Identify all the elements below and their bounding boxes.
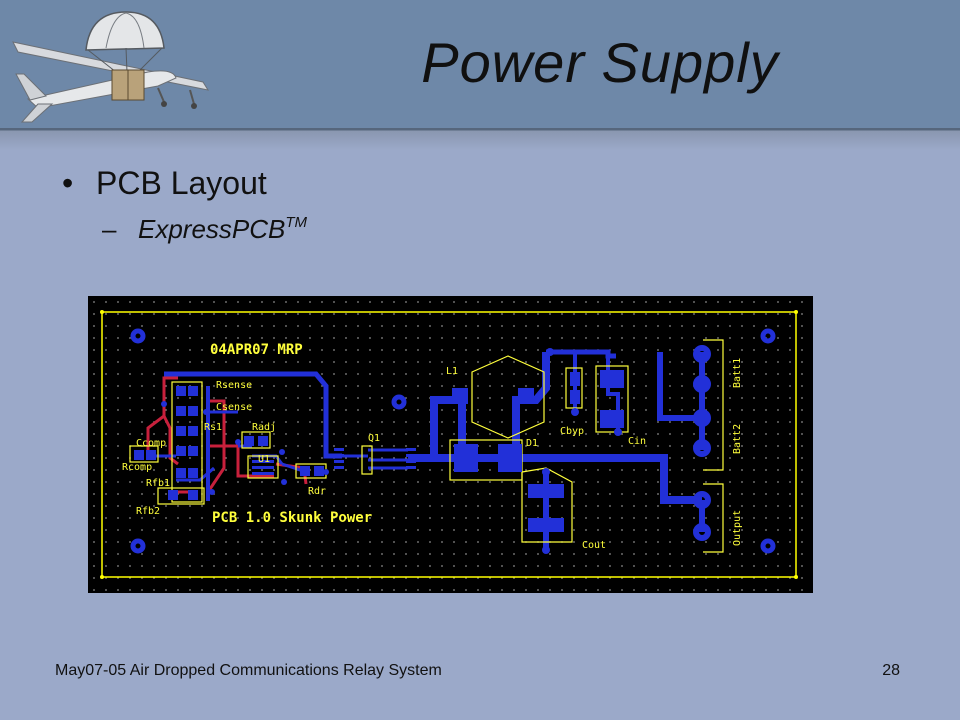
label-batt2: Batt2 <box>732 424 743 454</box>
label-ccomp: Ccomp <box>136 438 166 449</box>
slide-header <box>0 0 960 130</box>
connector-pads <box>693 345 711 541</box>
header-divider <box>0 128 960 150</box>
bullet-text: PCB Layout <box>96 165 267 201</box>
footer-project-title: May07-05 Air Dropped Communications Rela… <box>55 662 442 679</box>
sub-bullet-text: ExpressPCB <box>138 214 286 244</box>
label-output: Output <box>732 510 743 546</box>
board-outline <box>101 311 797 578</box>
label-rs1: Rs1 <box>204 422 222 433</box>
pcb-layout-image: 04APR07 MRP PCB 1.0 Skunk Power Rsense C… <box>88 296 813 593</box>
label-q1: Q1 <box>368 433 380 444</box>
sub-bullet-item: –ExpressPCBTM <box>102 214 307 245</box>
label-csense: Csense <box>216 402 252 413</box>
pcb-version-label: PCB 1.0 Skunk Power <box>212 510 372 526</box>
label-cbyp: Cbyp <box>560 426 584 437</box>
label-cout: Cout <box>582 540 606 551</box>
label-cin: Cin <box>628 436 646 447</box>
bullet-dot-icon: • <box>62 165 74 201</box>
label-rcomp: Rcomp <box>122 462 152 473</box>
label-rfb2: Rfb2 <box>136 506 160 517</box>
label-radj: Radj <box>252 422 276 433</box>
trademark-superscript: TM <box>285 214 308 231</box>
label-u1: U1 <box>258 454 270 465</box>
page-number: 28 <box>882 662 900 679</box>
label-l1: L1 <box>446 366 458 377</box>
bullet-item: • PCB Layout <box>62 165 267 202</box>
mounting-hole-icon <box>130 328 776 554</box>
slide-title: Power Supply <box>421 31 779 94</box>
label-d1: D1 <box>526 438 538 449</box>
pcb-date-label: 04APR07 MRP <box>210 342 303 358</box>
ic-pins <box>252 448 416 475</box>
dash-bullet-icon: – <box>102 214 117 244</box>
copper-pads <box>134 370 624 532</box>
label-rfb1: Rfb1 <box>146 478 170 489</box>
label-batt1: Batt1 <box>732 358 743 388</box>
label-rdr: Rdr <box>308 486 326 497</box>
label-rsense: Rsense <box>216 380 252 391</box>
uav-parachute-logo-icon <box>12 11 210 123</box>
via-icon <box>161 348 622 554</box>
